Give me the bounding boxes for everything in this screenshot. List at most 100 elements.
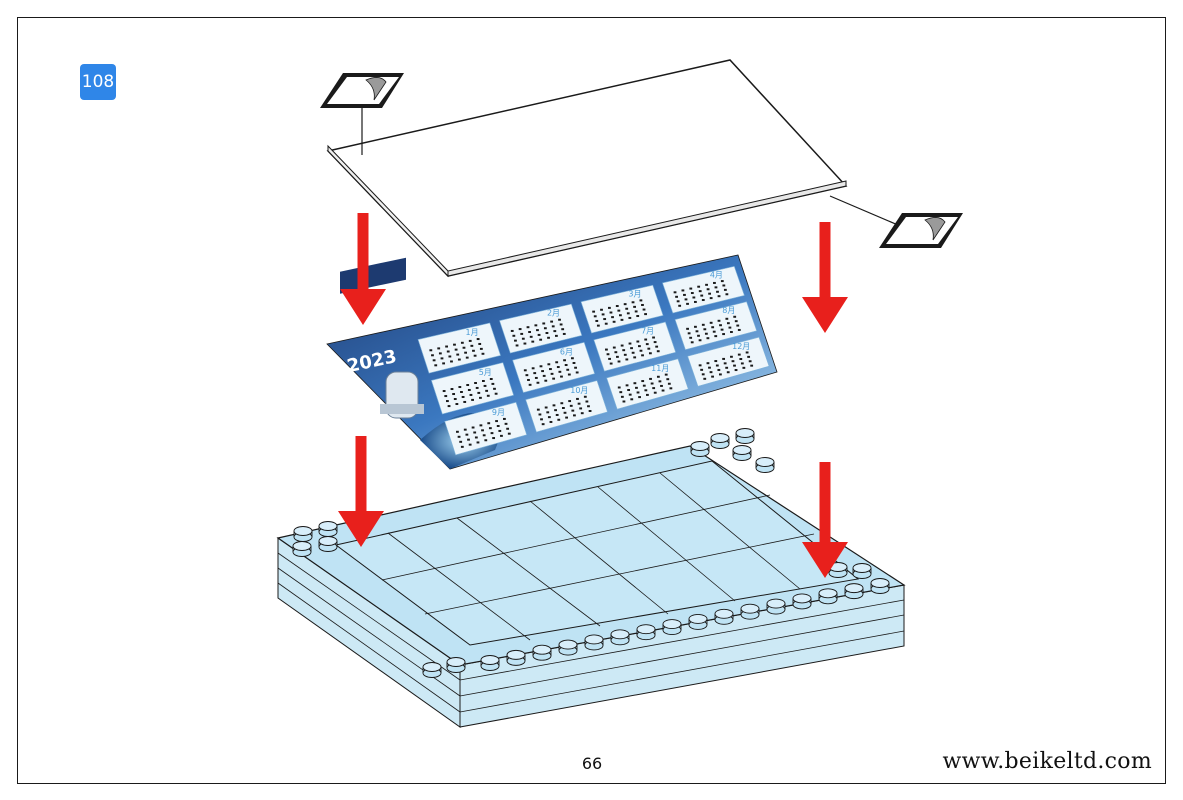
stud-icon — [480, 655, 500, 671]
calendar-date-mark — [689, 287, 693, 290]
calendar-date-mark — [614, 351, 618, 354]
calendar-date-mark — [703, 328, 707, 331]
stud-icon — [792, 593, 812, 610]
calendar-month-label: 12月 — [732, 342, 750, 351]
calendar-date-mark — [723, 288, 727, 291]
calendar-date-mark — [474, 436, 478, 439]
calendar-date-mark — [498, 429, 502, 432]
down-arrow-icon — [802, 222, 848, 333]
calendar-date-mark — [515, 344, 519, 347]
calendar-date-mark — [485, 389, 489, 392]
calendar-date-mark — [539, 338, 543, 341]
calendar-date-mark — [539, 365, 543, 368]
calendar-date-mark — [456, 430, 459, 433]
calendar-date-mark — [697, 285, 701, 288]
calendar-date-mark — [686, 302, 689, 305]
calendar-date-mark — [722, 357, 726, 360]
calendar-date-mark — [444, 395, 448, 398]
calendar-date-mark — [669, 387, 673, 390]
calendar-date-mark — [434, 364, 438, 367]
calendar-date-mark — [616, 355, 619, 358]
calendar-date-mark — [623, 303, 627, 306]
calendar-date-mark — [600, 308, 603, 311]
calendar-date-mark — [698, 364, 702, 367]
calendar-date-mark — [564, 364, 568, 367]
calendar-date-mark — [717, 319, 721, 322]
calendar-date-mark — [703, 377, 707, 380]
calendar-date-mark — [482, 379, 485, 382]
calendar-date-mark — [739, 358, 743, 361]
calendar-date-mark — [474, 382, 477, 385]
down-arrow-icon — [802, 462, 848, 578]
calendar-date-mark — [717, 368, 721, 371]
stud-icon — [844, 583, 864, 600]
calendar-date-mark — [440, 357, 444, 360]
calendar-date-mark — [476, 441, 480, 444]
calendar-date-mark — [625, 307, 629, 310]
calendar-date-mark — [571, 357, 574, 360]
calendar-date-mark — [489, 377, 493, 380]
stud-icon — [506, 649, 526, 666]
calendar-date-mark — [455, 403, 459, 406]
calendar-date-mark — [636, 391, 640, 394]
calendar-date-mark — [694, 300, 697, 303]
stud-icon — [688, 613, 708, 630]
calendar-date-mark — [708, 292, 712, 295]
calendar-date-mark — [745, 351, 749, 354]
calendar-date-mark — [646, 393, 649, 396]
calendar-date-mark — [538, 413, 542, 416]
calendar-date-mark — [547, 336, 550, 339]
calendar-date-mark — [534, 376, 538, 379]
calendar-date-mark — [725, 366, 729, 369]
stud-icon — [292, 541, 312, 557]
calendar-date-mark — [580, 412, 584, 415]
stud-icon — [755, 457, 775, 473]
calendar-date-mark — [479, 396, 482, 399]
calendar-date-mark — [562, 407, 565, 410]
calendar-date-mark — [719, 324, 722, 327]
calendar-date-mark — [645, 343, 649, 346]
calendar-date-mark — [639, 299, 643, 302]
down-arrow-icon — [338, 436, 384, 547]
calendar-date-mark — [644, 313, 647, 316]
calendar-date-mark — [521, 337, 525, 340]
calendar-date-mark — [593, 315, 597, 318]
stud-icon — [636, 624, 656, 641]
calendar-date-mark — [556, 366, 560, 369]
calendar-date-mark — [667, 382, 671, 385]
calendar-date-mark — [612, 346, 616, 349]
calendar-date-mark — [463, 428, 467, 431]
calendar-date-mark — [563, 359, 566, 362]
calendar-date-mark — [543, 327, 547, 330]
calendar-date-mark — [478, 342, 482, 345]
calendar-date-mark — [666, 378, 670, 381]
calendar-date-mark — [617, 309, 621, 312]
calendar-month-label: 10月 — [570, 386, 588, 395]
calendar-date-mark — [642, 308, 646, 311]
calendar-date-mark — [577, 402, 581, 405]
calendar-date-mark — [709, 321, 713, 324]
calendar-month-panel — [580, 284, 664, 334]
calendar-date-mark — [636, 315, 640, 318]
calendar-date-mark — [713, 281, 716, 284]
stud-icon — [740, 603, 760, 620]
calendar-date-mark — [709, 297, 713, 300]
calendar-date-mark — [555, 413, 559, 416]
calendar-date-mark — [560, 402, 564, 405]
calendar-date-mark — [747, 355, 751, 358]
calendar-date-mark — [472, 349, 475, 352]
calendar-date-mark — [695, 330, 699, 333]
calendar-date-mark — [734, 369, 738, 372]
calendar-date-mark — [523, 342, 527, 345]
calendar-date-mark — [492, 437, 496, 440]
calendar-date-mark — [601, 313, 605, 316]
calendar-month-label: 6月 — [560, 347, 573, 356]
calendar-date-mark — [456, 353, 460, 356]
calendar-month-label: 11月 — [651, 364, 669, 373]
calendar-date-mark — [750, 364, 754, 367]
calendar-date-mark — [546, 411, 550, 414]
calendar-date-mark — [460, 390, 463, 393]
calendar-date-mark — [704, 332, 708, 335]
calendar-date-mark — [468, 443, 472, 446]
calendar-date-mark — [623, 353, 627, 356]
